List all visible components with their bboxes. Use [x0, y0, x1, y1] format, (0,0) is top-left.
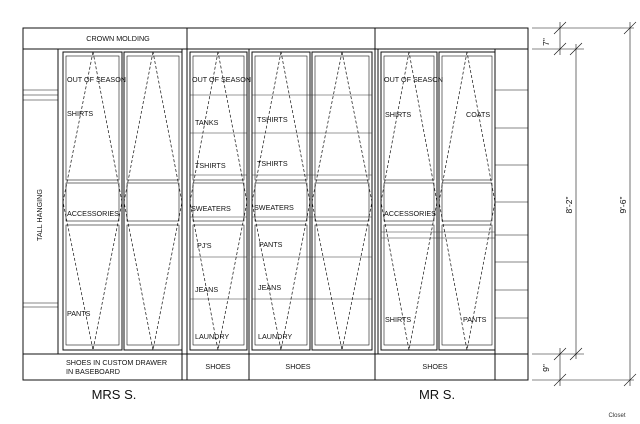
dimension-top: 7": [541, 38, 551, 46]
label-out-of-season-3: OUT OF SEASON: [384, 75, 443, 84]
center-left-door: [189, 51, 248, 351]
label-laundry-2: LAUNDRY: [258, 332, 292, 341]
label-pants-3: PANTS: [463, 315, 487, 324]
label-tshirts-2: TSHIRTS: [257, 115, 288, 124]
label-jeans-2: JEANS: [258, 283, 281, 292]
label-tshirts-1: TSHIRTS: [195, 161, 226, 170]
label-sweaters-2: SWEATERS: [254, 203, 294, 212]
label-jeans-1: JEANS: [195, 285, 218, 294]
label-tanks: TANKS: [195, 118, 219, 127]
corner-caption: Closet: [608, 413, 625, 419]
label-accessories-2: ACCESSORIES: [384, 209, 436, 218]
tall-hanging-label: TALL HANGING: [35, 189, 44, 241]
label-shoes-3: SHOES: [422, 362, 447, 371]
dimension-bottom: 9": [541, 364, 551, 372]
title-mr: MR S.: [419, 387, 455, 402]
label-shoes-1: SHOES: [205, 362, 230, 371]
label-shoes-drawer-line2: IN BASEBOARD: [66, 367, 120, 376]
label-out-of-season-2: OUT OF SEASON: [192, 75, 251, 84]
label-accessories-1: ACCESSORIES: [67, 209, 119, 218]
label-shirts-3: SHIRTS: [385, 315, 411, 324]
title-mrs: MRS S.: [92, 387, 137, 402]
dimension-overall: 9'-6": [618, 197, 628, 214]
mr-door-pair: [380, 51, 496, 351]
dimension-middle: 8'-2": [564, 197, 574, 214]
label-pants-1: PANTS: [67, 309, 91, 318]
label-laundry-1: LAUNDRY: [195, 332, 229, 341]
label-shirts-1: SHIRTS: [67, 109, 93, 118]
label-shirts-2: SHIRTS: [385, 110, 411, 119]
center-door-pair: [251, 51, 373, 351]
mrs-door-pair: [62, 51, 183, 351]
label-pjs: PJ'S: [197, 241, 212, 250]
label-coats: COATS: [466, 110, 490, 119]
label-out-of-season-1: OUT OF SEASON: [67, 75, 126, 84]
crown-molding: CROWN MOLDING: [22, 27, 529, 50]
baseboard: [22, 353, 529, 381]
right-shelf-column: [495, 89, 528, 319]
label-shoes-2: SHOES: [285, 362, 310, 371]
tall-hanging-section: TALL HANGING: [23, 49, 59, 354]
label-pants-2: PANTS: [259, 240, 283, 249]
crown-molding-label: CROWN MOLDING: [86, 34, 150, 43]
dimension-lines: [532, 21, 637, 387]
label-shoes-drawer-line1: SHOES IN CUSTOM DRAWER: [66, 358, 167, 367]
label-sweaters-1: SWEATERS: [191, 204, 231, 213]
label-tshirts-3: TSHIRTS: [257, 159, 288, 168]
